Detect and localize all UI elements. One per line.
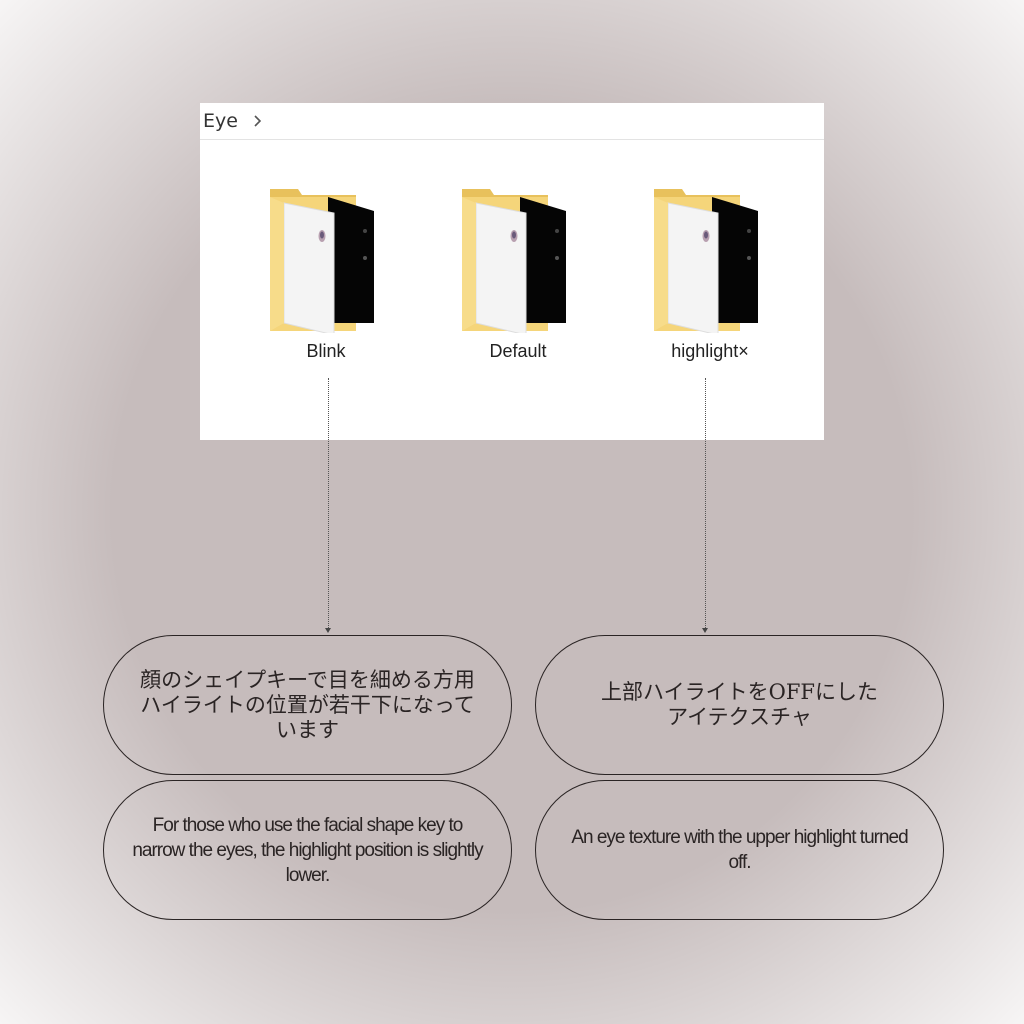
folder-default[interactable]: Default [448,183,588,383]
note-highlight-english: An eye texture with the upper highlight … [535,780,944,920]
note-text: 顔のシェイプキーで目を細める方用ハイライトの位置が若干下になっています [140,667,475,742]
note-text: 上部ハイライトをOFFにしたアイテクスチャ [601,680,878,729]
breadcrumb-item-eye[interactable]: Eye [203,110,238,132]
folder-blink[interactable]: Blink [256,183,396,383]
folder-icon [270,189,374,333]
folder-highlight-off[interactable]: highlight× [640,183,780,383]
folder-label: Blink [306,341,346,361]
folder-icon [654,189,758,333]
connector-line-blink [328,378,329,628]
file-explorer-window: Eye Blink [200,103,824,440]
note-text: For those who use the facial shape key t… [132,814,483,886]
breadcrumb: Eye [200,103,824,140]
folder-icon [462,189,566,333]
note-text: An eye texture with the upper highlight … [571,827,908,873]
arrow-down-icon [702,628,708,633]
connector-line-highlight [705,378,706,628]
folder-label: Default [489,341,547,361]
note-blink-japanese: 顔のシェイプキーで目を細める方用ハイライトの位置が若干下になっています [103,635,512,775]
folder-label: highlight× [671,341,749,361]
arrow-down-icon [325,628,331,633]
note-blink-english: For those who use the facial shape key t… [103,780,512,920]
note-highlight-japanese: 上部ハイライトをOFFにしたアイテクスチャ [535,635,944,775]
chevron-right-icon[interactable] [250,114,264,128]
